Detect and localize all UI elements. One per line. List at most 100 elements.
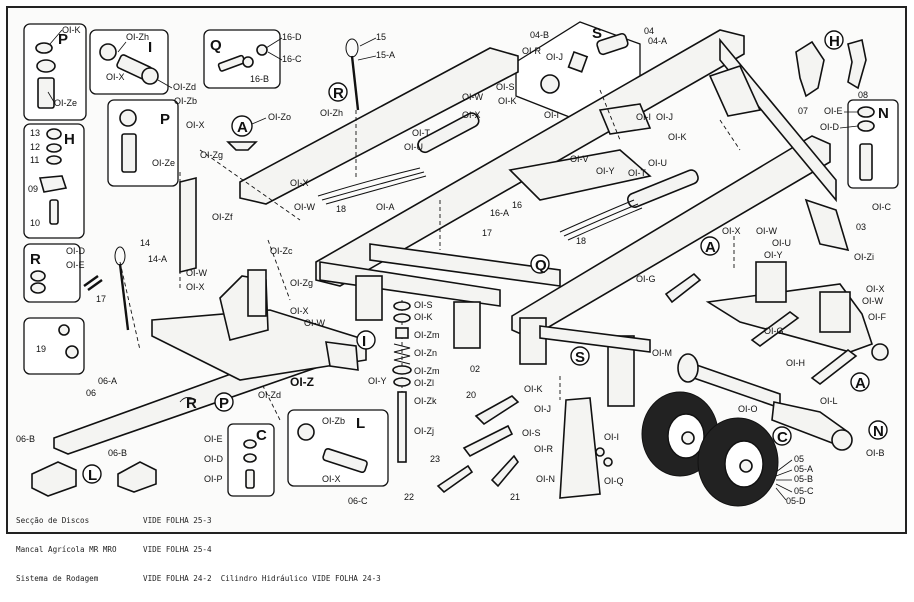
- part-label: OI-Q: [604, 476, 624, 486]
- section-letter: R: [30, 251, 41, 268]
- labels-upper: OI-Zh OI-W OI-X OI-I OI-J OI-K OI-Zg OI-…: [200, 92, 866, 246]
- section-letter: R: [333, 85, 344, 102]
- part-label: OI-J: [546, 52, 563, 62]
- detail-r-low: R: [179, 395, 197, 412]
- part-label: 03: [856, 222, 866, 232]
- part-label: OI-B: [866, 448, 885, 458]
- part-label: 04-B: [530, 30, 549, 40]
- part-label: 16-C: [282, 54, 302, 64]
- part-label: 14: [140, 238, 150, 248]
- part-label: OI-X: [462, 110, 481, 120]
- part-label: OI-Zo: [268, 112, 291, 122]
- section-letter: H: [64, 131, 75, 148]
- section-letter: A: [237, 119, 248, 136]
- part-label: 02: [470, 364, 480, 374]
- lower-center-parts: 20 23 22 21: [404, 390, 520, 502]
- part-label: OI-W: [186, 268, 207, 278]
- part-label: OI-I: [604, 432, 619, 442]
- part-label: OI-K: [668, 132, 687, 142]
- part-label: OI-X: [106, 72, 125, 82]
- footnote-row: Secção de Discos VIDE FOLHA 25-3: [16, 516, 381, 526]
- section-letter: P: [219, 395, 229, 412]
- part-label: OI-U: [404, 142, 423, 152]
- spring-stack: OI-S OI-K OI-Zm OI-Zn OI-Zm OI-Zl OI-Zk …: [392, 300, 440, 463]
- part-label: OI-X: [866, 284, 885, 294]
- part-label: OI-U: [648, 158, 667, 168]
- detail-p-low: P: [214, 392, 234, 412]
- part-label: OI-Zg: [200, 150, 223, 160]
- section-letter: C: [777, 429, 788, 446]
- detail-box-i: I OI-Zh OI-X OI-Zd: [89, 29, 196, 95]
- section-letter: S: [592, 25, 602, 42]
- part-label: OI-V: [570, 154, 589, 164]
- part-label: 10: [30, 218, 40, 228]
- part-label: OI-Zn: [414, 348, 437, 358]
- part-label: OI-C: [872, 202, 891, 212]
- part-label: OI-K: [62, 25, 81, 35]
- part-label: OI-H: [786, 358, 805, 368]
- part-label: OI-I: [544, 110, 559, 120]
- detail-box-r-left: R OI-D OI-E: [23, 243, 85, 303]
- part-label: 20: [466, 390, 476, 400]
- footnote-item: Secção de Discos: [16, 516, 90, 526]
- part-label: OI-I: [636, 112, 651, 122]
- section-letter: N: [878, 105, 889, 122]
- detail-box-c: C OI-E OI-D OI-P: [204, 423, 275, 497]
- part-label: 22: [404, 492, 414, 502]
- part-label: OI-F: [868, 312, 886, 322]
- section-letter: A: [705, 239, 716, 256]
- part-label: OI-S: [522, 428, 541, 438]
- part-label: 06-C: [348, 496, 368, 506]
- part-label: 23: [430, 454, 440, 464]
- part-label: OI-M: [652, 348, 672, 358]
- detail-box-l: L OI-Zb OI-X 06-C: [287, 409, 389, 506]
- part-label: 05-D: [786, 496, 806, 506]
- part-label: OI-Zd: [173, 82, 196, 92]
- part-label: OI-W: [304, 318, 325, 328]
- part-label: 09: [28, 184, 38, 194]
- part-label: OI-X: [186, 120, 205, 130]
- hoses: [317, 167, 643, 241]
- detail-box-n-top: N OI-E OI-D OI-C: [820, 99, 899, 212]
- part-label: 05-C: [794, 486, 814, 496]
- part-label: OI-D: [820, 122, 839, 132]
- part-label: OI-K: [498, 96, 517, 106]
- part-label: OI-J: [534, 404, 551, 414]
- hydraulic-cylinder-upper: OI-T OI-U: [404, 112, 480, 154]
- part-label: OI-A: [376, 202, 395, 212]
- section-letter: A: [855, 375, 866, 392]
- part-label: 18: [576, 236, 586, 246]
- detail-r-top: R: [328, 82, 348, 102]
- footnote-ref: VIDE FOLHA 25-4: [143, 544, 212, 554]
- footnote-ref: VIDE FOLHA 25-3: [143, 516, 212, 526]
- part-label: 14-A: [148, 254, 167, 264]
- section-letter: C: [256, 427, 267, 444]
- part-label: OI-Zj: [414, 426, 434, 436]
- section-letter: Q: [210, 37, 222, 54]
- part-label: 06: [86, 388, 96, 398]
- section-letter: S: [575, 349, 585, 366]
- part-label: 16-A: [490, 208, 509, 218]
- footnote-item: Sistema de Rodagem: [16, 573, 99, 583]
- part-label: OI-K: [414, 312, 433, 322]
- part-label: 15-A: [376, 50, 395, 60]
- part-label: 16-D: [282, 32, 302, 42]
- part-label: 08: [858, 90, 868, 100]
- clevis-06b-left: L 06-B: [16, 434, 102, 497]
- part-label: OI-Z: [290, 375, 314, 389]
- part-label: OI-Y: [368, 376, 387, 386]
- detail-box-h-left: H 13 12 11 09 10: [23, 123, 85, 239]
- section-letter: L: [88, 467, 97, 484]
- detail-s-mid: S: [570, 346, 590, 366]
- part-label: OI-X: [722, 226, 741, 236]
- part-label: OI-R: [522, 46, 541, 56]
- part-label: 19: [36, 344, 46, 354]
- part-label: OI-X: [290, 306, 309, 316]
- part-label: OI-Zk: [414, 396, 437, 406]
- part-label: OI-Y: [764, 250, 783, 260]
- part-label: 05-B: [794, 474, 813, 484]
